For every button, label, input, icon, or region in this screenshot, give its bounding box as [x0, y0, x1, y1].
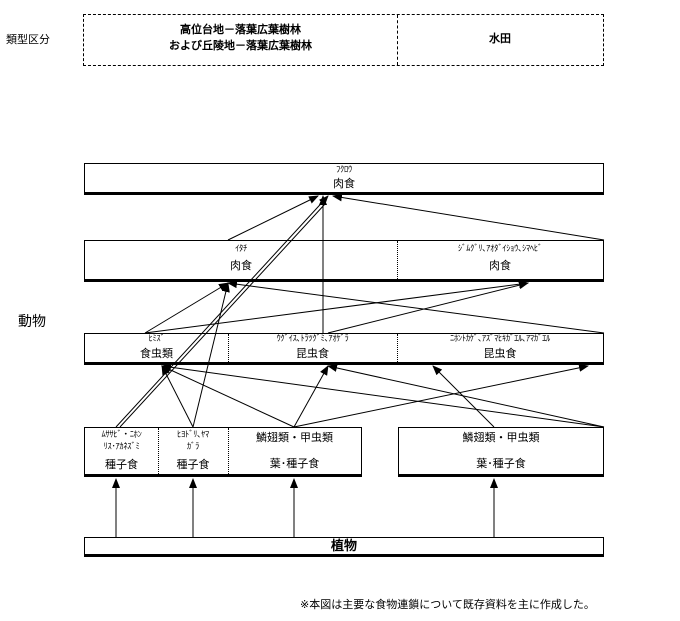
footnote: ※本図は主要な食物連鎖について既存資料を主に作成した。 [300, 598, 595, 611]
paddy-insect-species: 鱗翅類・甲虫類 [462, 431, 540, 444]
forest-herbivore-box: ﾑｻｻﾋﾞ・ﾆﾎﾝ ﾘｽ･ｱｶﾈｽﾞﾐ 種子食 ﾋﾖﾄﾞﾘ､ﾔﾏ ｶﾞﾗ 種子食… [84, 427, 362, 475]
habitat-paddy: 水田 [489, 32, 511, 45]
habitat-forest-line1: 高位台地－落葉広葉樹林 [180, 23, 301, 36]
animal-label: 動物 [18, 314, 46, 330]
forest-insect-diet: 葉･種子食 [269, 457, 320, 470]
bulbul-species-line1: ﾋﾖﾄﾞﾘ､ﾔﾏ [177, 430, 209, 440]
arrow-snake-owl [332, 193, 605, 241]
bird-diet: 昆虫食 [296, 347, 329, 360]
habitat-forest-line2: および丘陵地－落葉広葉樹林 [169, 39, 312, 52]
arrow-mole-snake [144, 280, 529, 334]
owl-species: ﾌｸﾛｳ [336, 165, 352, 175]
arrow-forest-insect-mole [161, 365, 295, 428]
forest-insect-species: 鱗翅類・甲虫類 [256, 431, 333, 444]
plant-box: 植物 [84, 537, 604, 557]
arrow-bird-snake [327, 281, 529, 334]
arrow-mole-weasel [144, 282, 229, 334]
mole-diet: 食虫類 [140, 347, 173, 360]
bulbul-species-line2: ｶﾞﾗ [186, 442, 200, 452]
snake-diet: 肉食 [489, 259, 511, 272]
arrow-paddy-insect-amphibian [432, 365, 495, 428]
squirrel-diet: 種子食 [105, 458, 138, 471]
arrow-squirrel-owl [115, 195, 329, 428]
plant-label: 植物 [330, 539, 357, 554]
forest-herbivore-divider-1 [158, 428, 159, 474]
amphibian-species: ﾆﾎﾝﾄｶｹﾞ､ｱｽﾞﾏﾋｷｶﾞｴﾙ､ｱﾏｶﾞｴﾙ [450, 334, 550, 344]
paddy-insect-diet: 葉･種子食 [476, 457, 526, 470]
bird-species: ｳｸﾞｲｽ､ﾄﾗﾂｸﾞﾐ､ｱｵｹﾞﾗ [276, 334, 349, 344]
arrow-forest-insect-bird [293, 365, 329, 428]
insectivore-box: ﾋﾐｽﾞ 食虫類 ｳｸﾞｲｽ､ﾄﾗﾂｸﾞﾐ､ｱｵｹﾞﾗ 昆虫食 ﾆﾎﾝﾄｶｹﾞ､… [84, 333, 604, 363]
habitat-divider [397, 15, 398, 65]
paddy-herbivore-box: 鱗翅類・甲虫類 葉･種子食 [398, 427, 604, 475]
squirrel-species-line1: ﾑｻｻﾋﾞ・ﾆﾎﾝ [101, 430, 142, 440]
carnivore-box: ｲﾀﾁ 肉食 ｼﾞﾑｸﾞﾘ､ｱｵﾀﾞｲｼｮｳ､ｼﾏﾍﾋﾞ 肉食 [84, 240, 604, 280]
arrow-paddy-insect-bird [327, 364, 605, 428]
bulbul-diet: 種子食 [176, 458, 210, 471]
insectivore-divider-2 [397, 334, 398, 362]
insectivore-divider-1 [228, 334, 229, 362]
owl-diet: 肉食 [333, 177, 355, 190]
arrow-bulbul-mole [161, 365, 194, 428]
arrow-weasel-owl [227, 195, 319, 241]
arrow-paddy-insect-mole [161, 363, 605, 428]
weasel-diet: 肉食 [230, 259, 252, 272]
owl-box: ﾌｸﾛｳ 肉食 [84, 163, 604, 193]
snake-species: ｼﾞﾑｸﾞﾘ､ｱｵﾀﾞｲｼｮｳ､ｼﾏﾍﾋﾞ [457, 244, 543, 254]
arrow-amphibian-weasel [227, 280, 605, 334]
arrow-squirrel-owl-shadow [119, 203, 326, 428]
forest-herbivore-divider-2 [228, 428, 229, 474]
mole-species: ﾋﾐｽﾞ [148, 334, 165, 344]
arrow-bulbul-weasel [192, 282, 230, 428]
carnivore-divider [397, 241, 398, 279]
amphibian-diet: 昆虫食 [483, 347, 517, 360]
weasel-species: ｲﾀﾁ [235, 244, 247, 254]
squirrel-species-line2: ﾘｽ･ｱｶﾈｽﾞﾐ [103, 442, 140, 452]
habitat-type-box: 高位台地－落葉広葉樹林 および丘陵地－落葉広葉樹林 水田 [83, 14, 604, 66]
arrow-forest-insect-amphibian [293, 363, 589, 428]
type-category-label: 類型区分 [6, 33, 50, 46]
